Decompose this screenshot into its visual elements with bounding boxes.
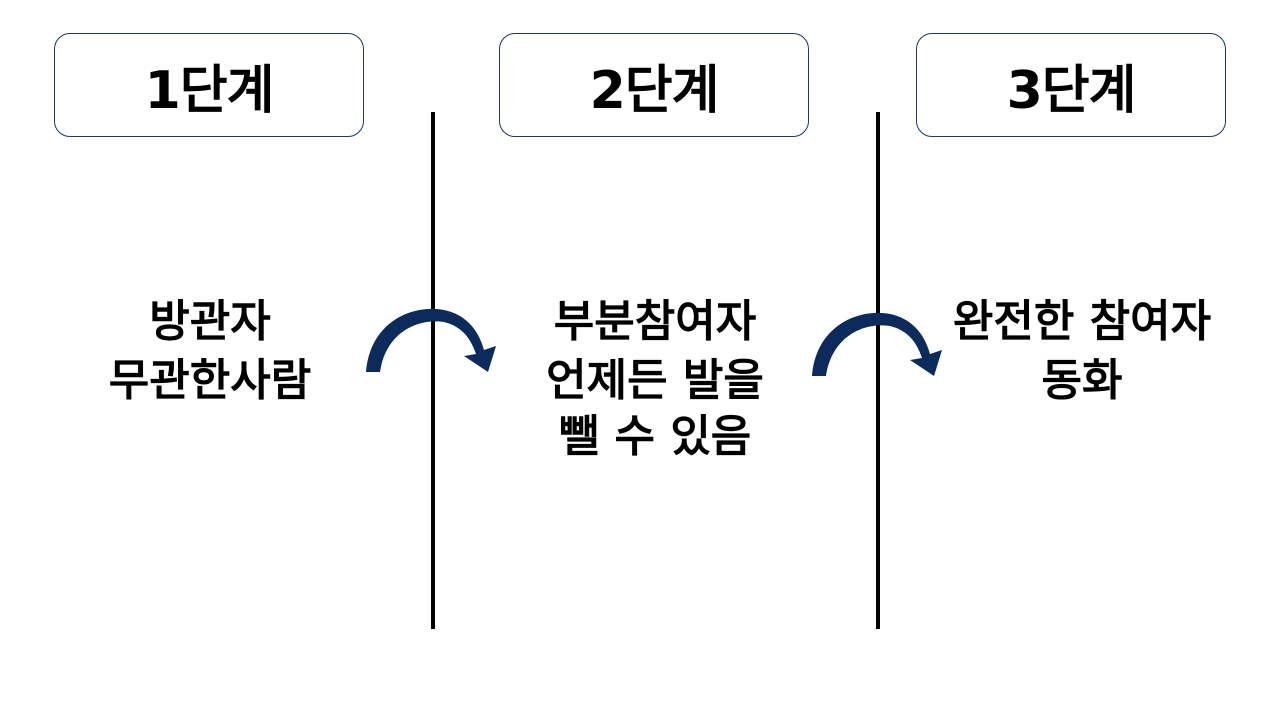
stage-2-description: 부분참여자 언제든 발을 뺄 수 있음 bbox=[485, 292, 825, 464]
curved-arrow-right-icon bbox=[812, 312, 942, 376]
stage-1-description: 방관자 무관한사람 bbox=[40, 292, 380, 411]
stage-3-box: 3단계 bbox=[916, 33, 1226, 137]
stage-2-line-2: 언제든 발을 bbox=[546, 355, 764, 407]
stage-2-title: 2단계 bbox=[589, 60, 720, 121]
divider-2 bbox=[876, 112, 880, 629]
stage-3-title: 3단계 bbox=[1006, 60, 1137, 121]
stage-2-box: 2단계 bbox=[499, 33, 809, 137]
stage-2-line-3: 뺄 수 있음 bbox=[558, 410, 752, 462]
stage-1-line-2: 무관한사람 bbox=[108, 355, 312, 407]
stage-3-line-2: 동화 bbox=[1041, 355, 1123, 407]
stage-1-line-1: 방관자 bbox=[149, 296, 271, 347]
stage-3-description: 완전한 참여자 동화 bbox=[912, 292, 1252, 411]
divider-1 bbox=[431, 112, 435, 629]
stage-3-line-1: 완전한 참여자 bbox=[952, 296, 1212, 347]
curved-arrow-right-icon bbox=[366, 308, 496, 372]
stage-2-line-1: 부분참여자 bbox=[553, 296, 757, 347]
stage-1-title: 1단계 bbox=[144, 60, 275, 121]
stage-1-box: 1단계 bbox=[54, 33, 364, 137]
